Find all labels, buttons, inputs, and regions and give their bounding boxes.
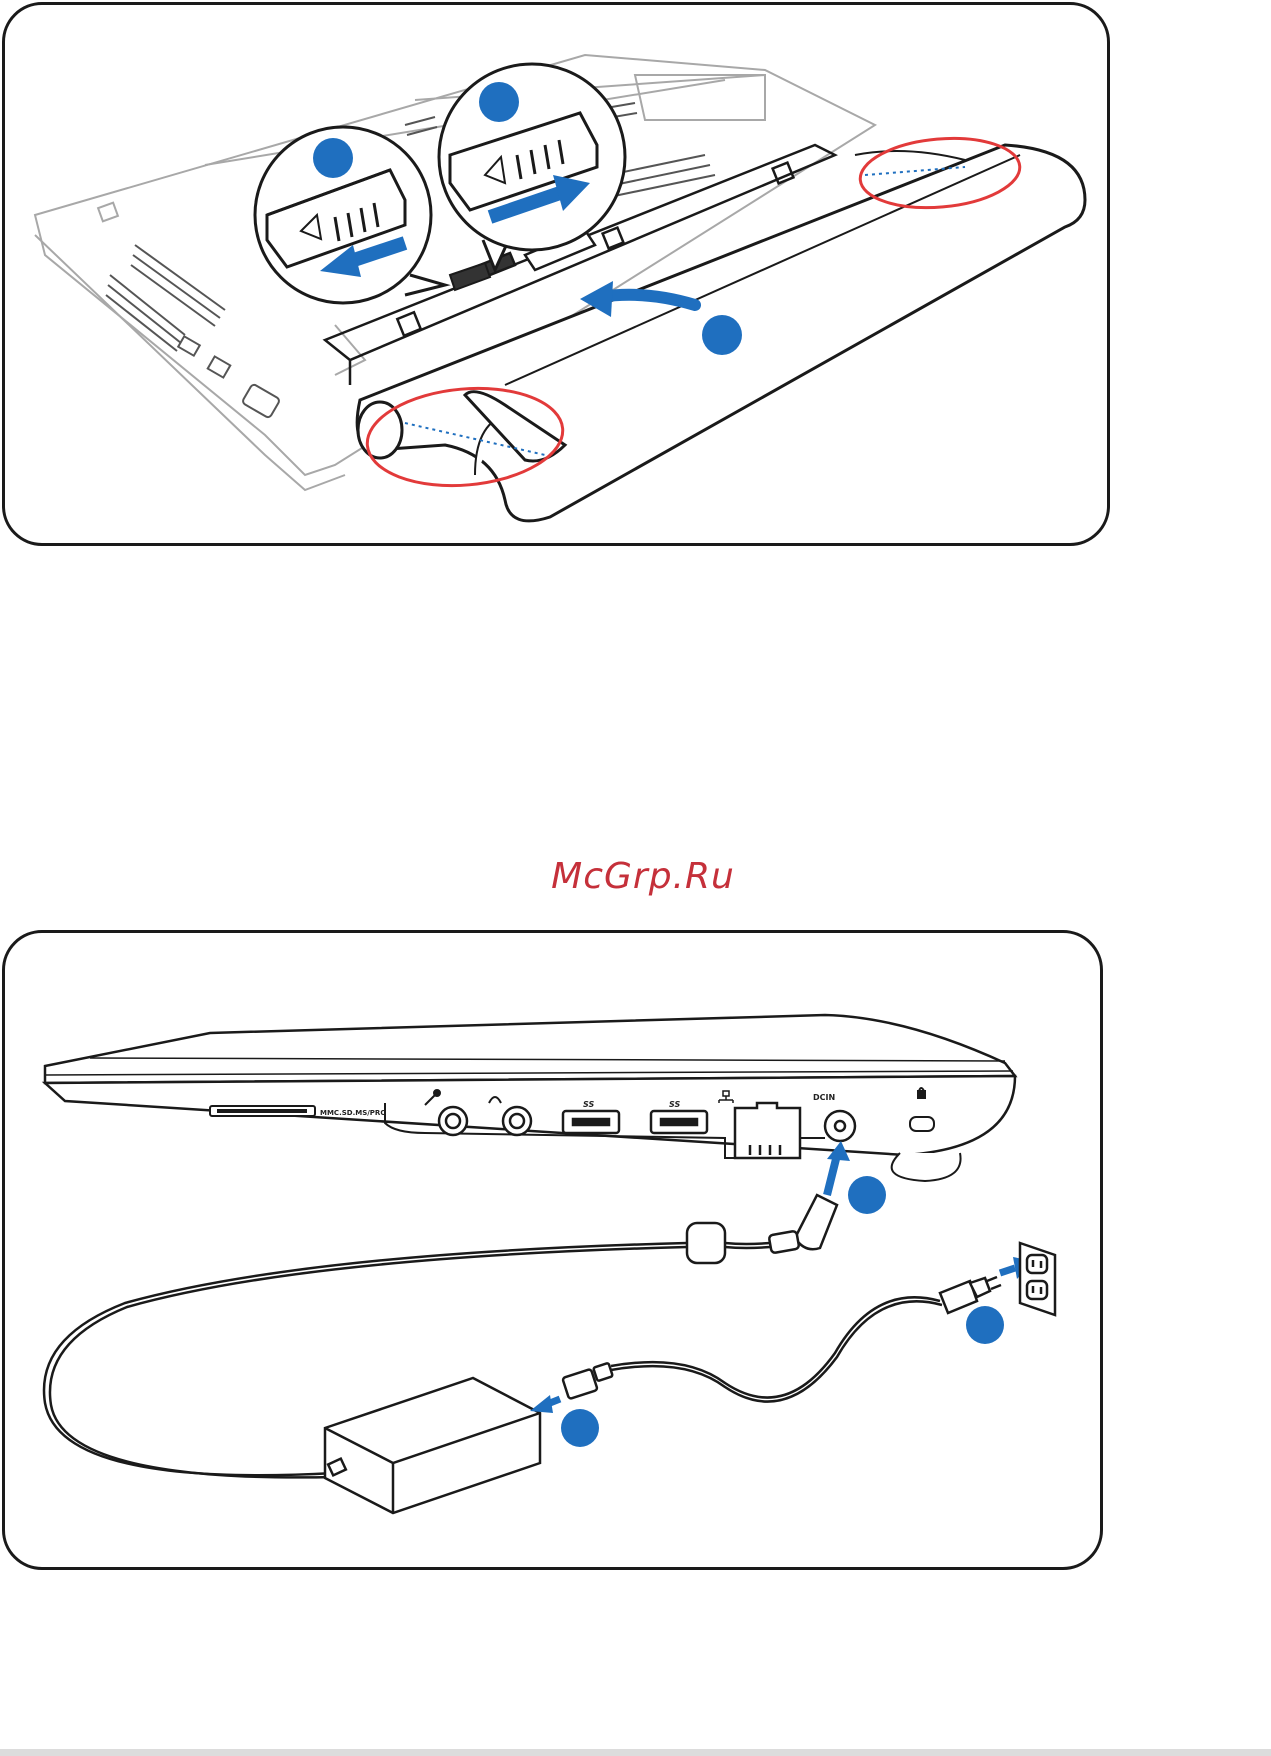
usb-1-label: SS: [583, 1100, 594, 1109]
dc-in-label: DCIN: [813, 1093, 835, 1102]
ferrite-bead: [687, 1223, 725, 1263]
usb-2-label: SS: [669, 1100, 680, 1109]
card-reader-label: MMC.SD.MS/PRO: [320, 1109, 386, 1117]
step-marker-icon: [966, 1306, 1004, 1344]
ac-cord-connector: [562, 1363, 612, 1399]
power-connection-panel: MMC.SD.MS/PRO SS SS: [2, 930, 1103, 1570]
step-marker-icon: [702, 315, 742, 355]
dc-plug: [769, 1195, 837, 1253]
latch-unlock-callout: [255, 127, 445, 303]
power-connection-illustration: MMC.SD.MS/PRO SS SS: [5, 933, 1103, 1570]
step-marker-icon: [313, 138, 353, 178]
step-marker-icon: [479, 82, 519, 122]
power-cord-icon: [611, 1297, 942, 1401]
watermark: McGrp.Ru: [538, 856, 748, 897]
plug-arrow-icon: [530, 1395, 560, 1413]
wall-outlet-icon: [1020, 1243, 1055, 1315]
battery-install-illustration: [5, 5, 1110, 546]
battery-install-panel: [2, 2, 1110, 546]
dc-in-port: [825, 1111, 855, 1141]
step-marker-icon: [848, 1176, 886, 1214]
page-footer-bar: [0, 1749, 1271, 1756]
step-marker-icon: [561, 1409, 599, 1447]
latch-switch: [450, 263, 490, 290]
laptop-side-icon: [45, 1015, 1015, 1181]
latch-lock-callout: [439, 64, 625, 270]
lan-port: [735, 1103, 800, 1158]
power-adapter-icon: [325, 1378, 540, 1513]
